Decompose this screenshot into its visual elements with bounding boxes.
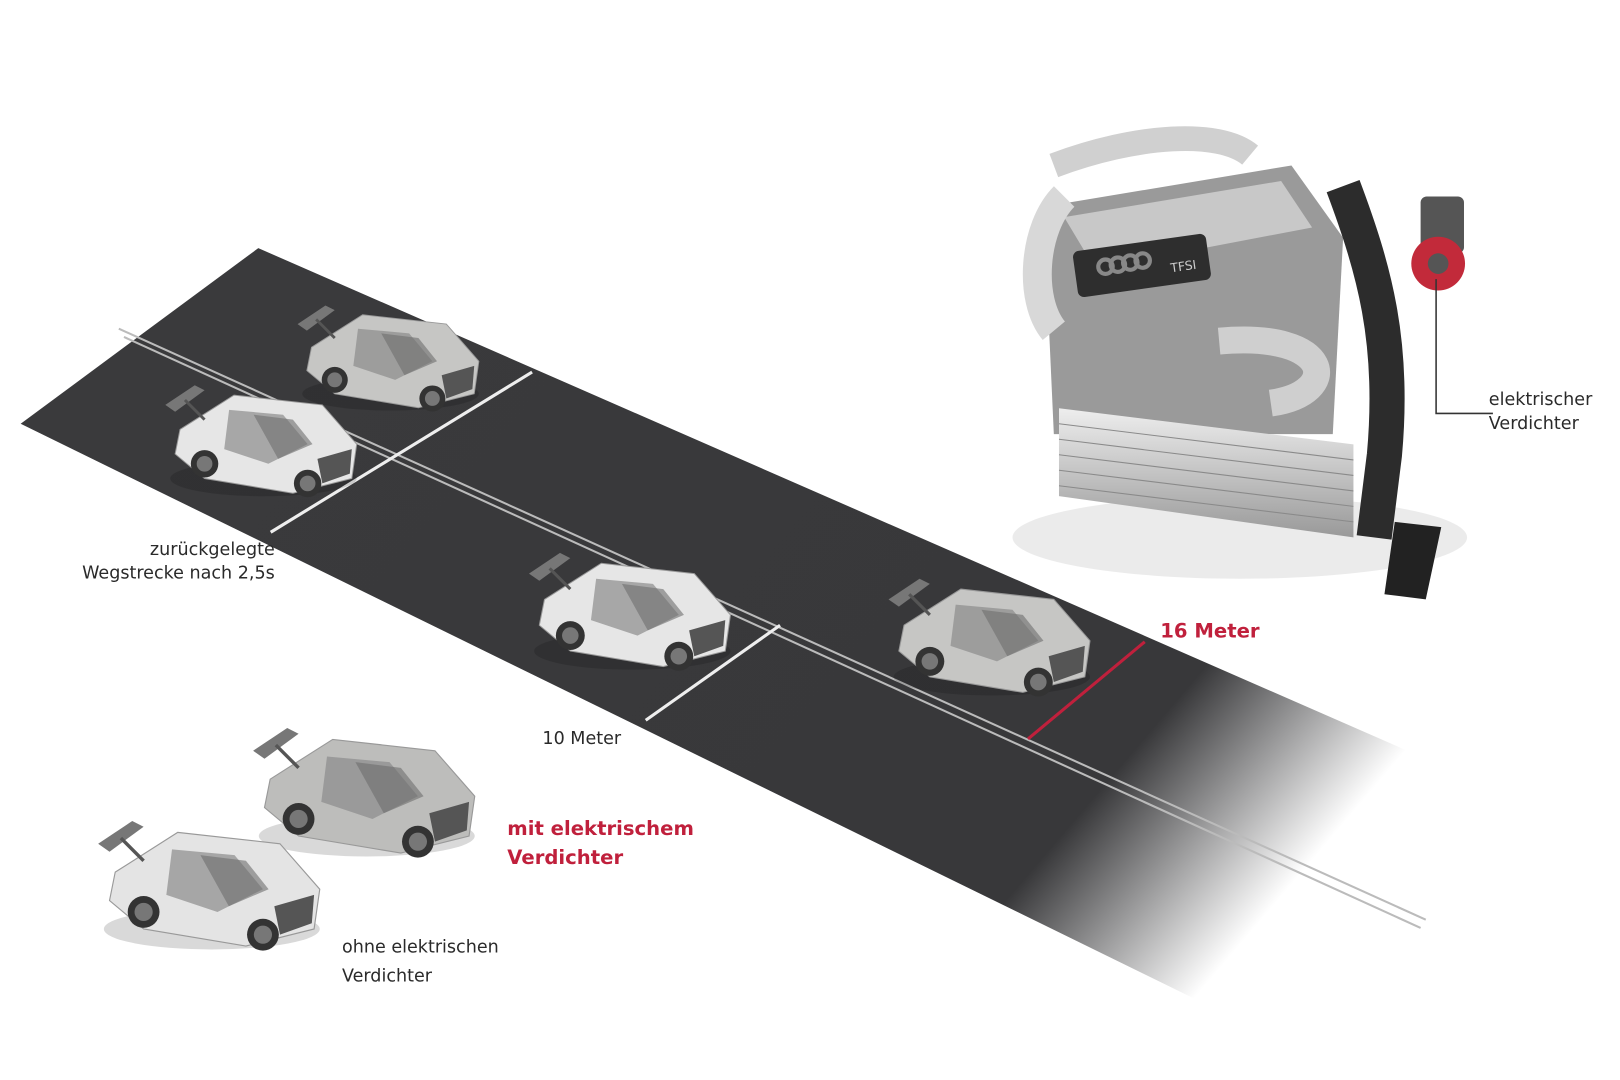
start-line [269,370,533,534]
with-compressor-label-line2: Verdichter [507,846,623,869]
with-compressor-label-line1: mit elektrischem [507,817,694,840]
without-compressor-label-line1: ohne elektrischen [342,938,499,958]
engine-badge: TFSI [1168,257,1197,276]
without-compressor-label-line2: Verdichter [342,967,433,987]
line-10m [644,623,781,722]
callout-leader-line [1435,279,1493,415]
engine-illustration: TFSI [1012,126,1493,600]
marker-10m-label: 10 Meter [542,729,622,749]
line-16m [1027,640,1146,741]
marker-16m-label: 16 Meter [1160,620,1260,643]
engine-callout-line2: Verdichter [1489,414,1580,434]
distance-caption-line1: zurückgelegte [150,540,275,560]
engine-callout-line1: elektrischer [1489,390,1593,410]
distance-caption-line2: Wegstrecke nach 2,5s [82,564,275,584]
legend-car-with-compressor [251,726,477,860]
